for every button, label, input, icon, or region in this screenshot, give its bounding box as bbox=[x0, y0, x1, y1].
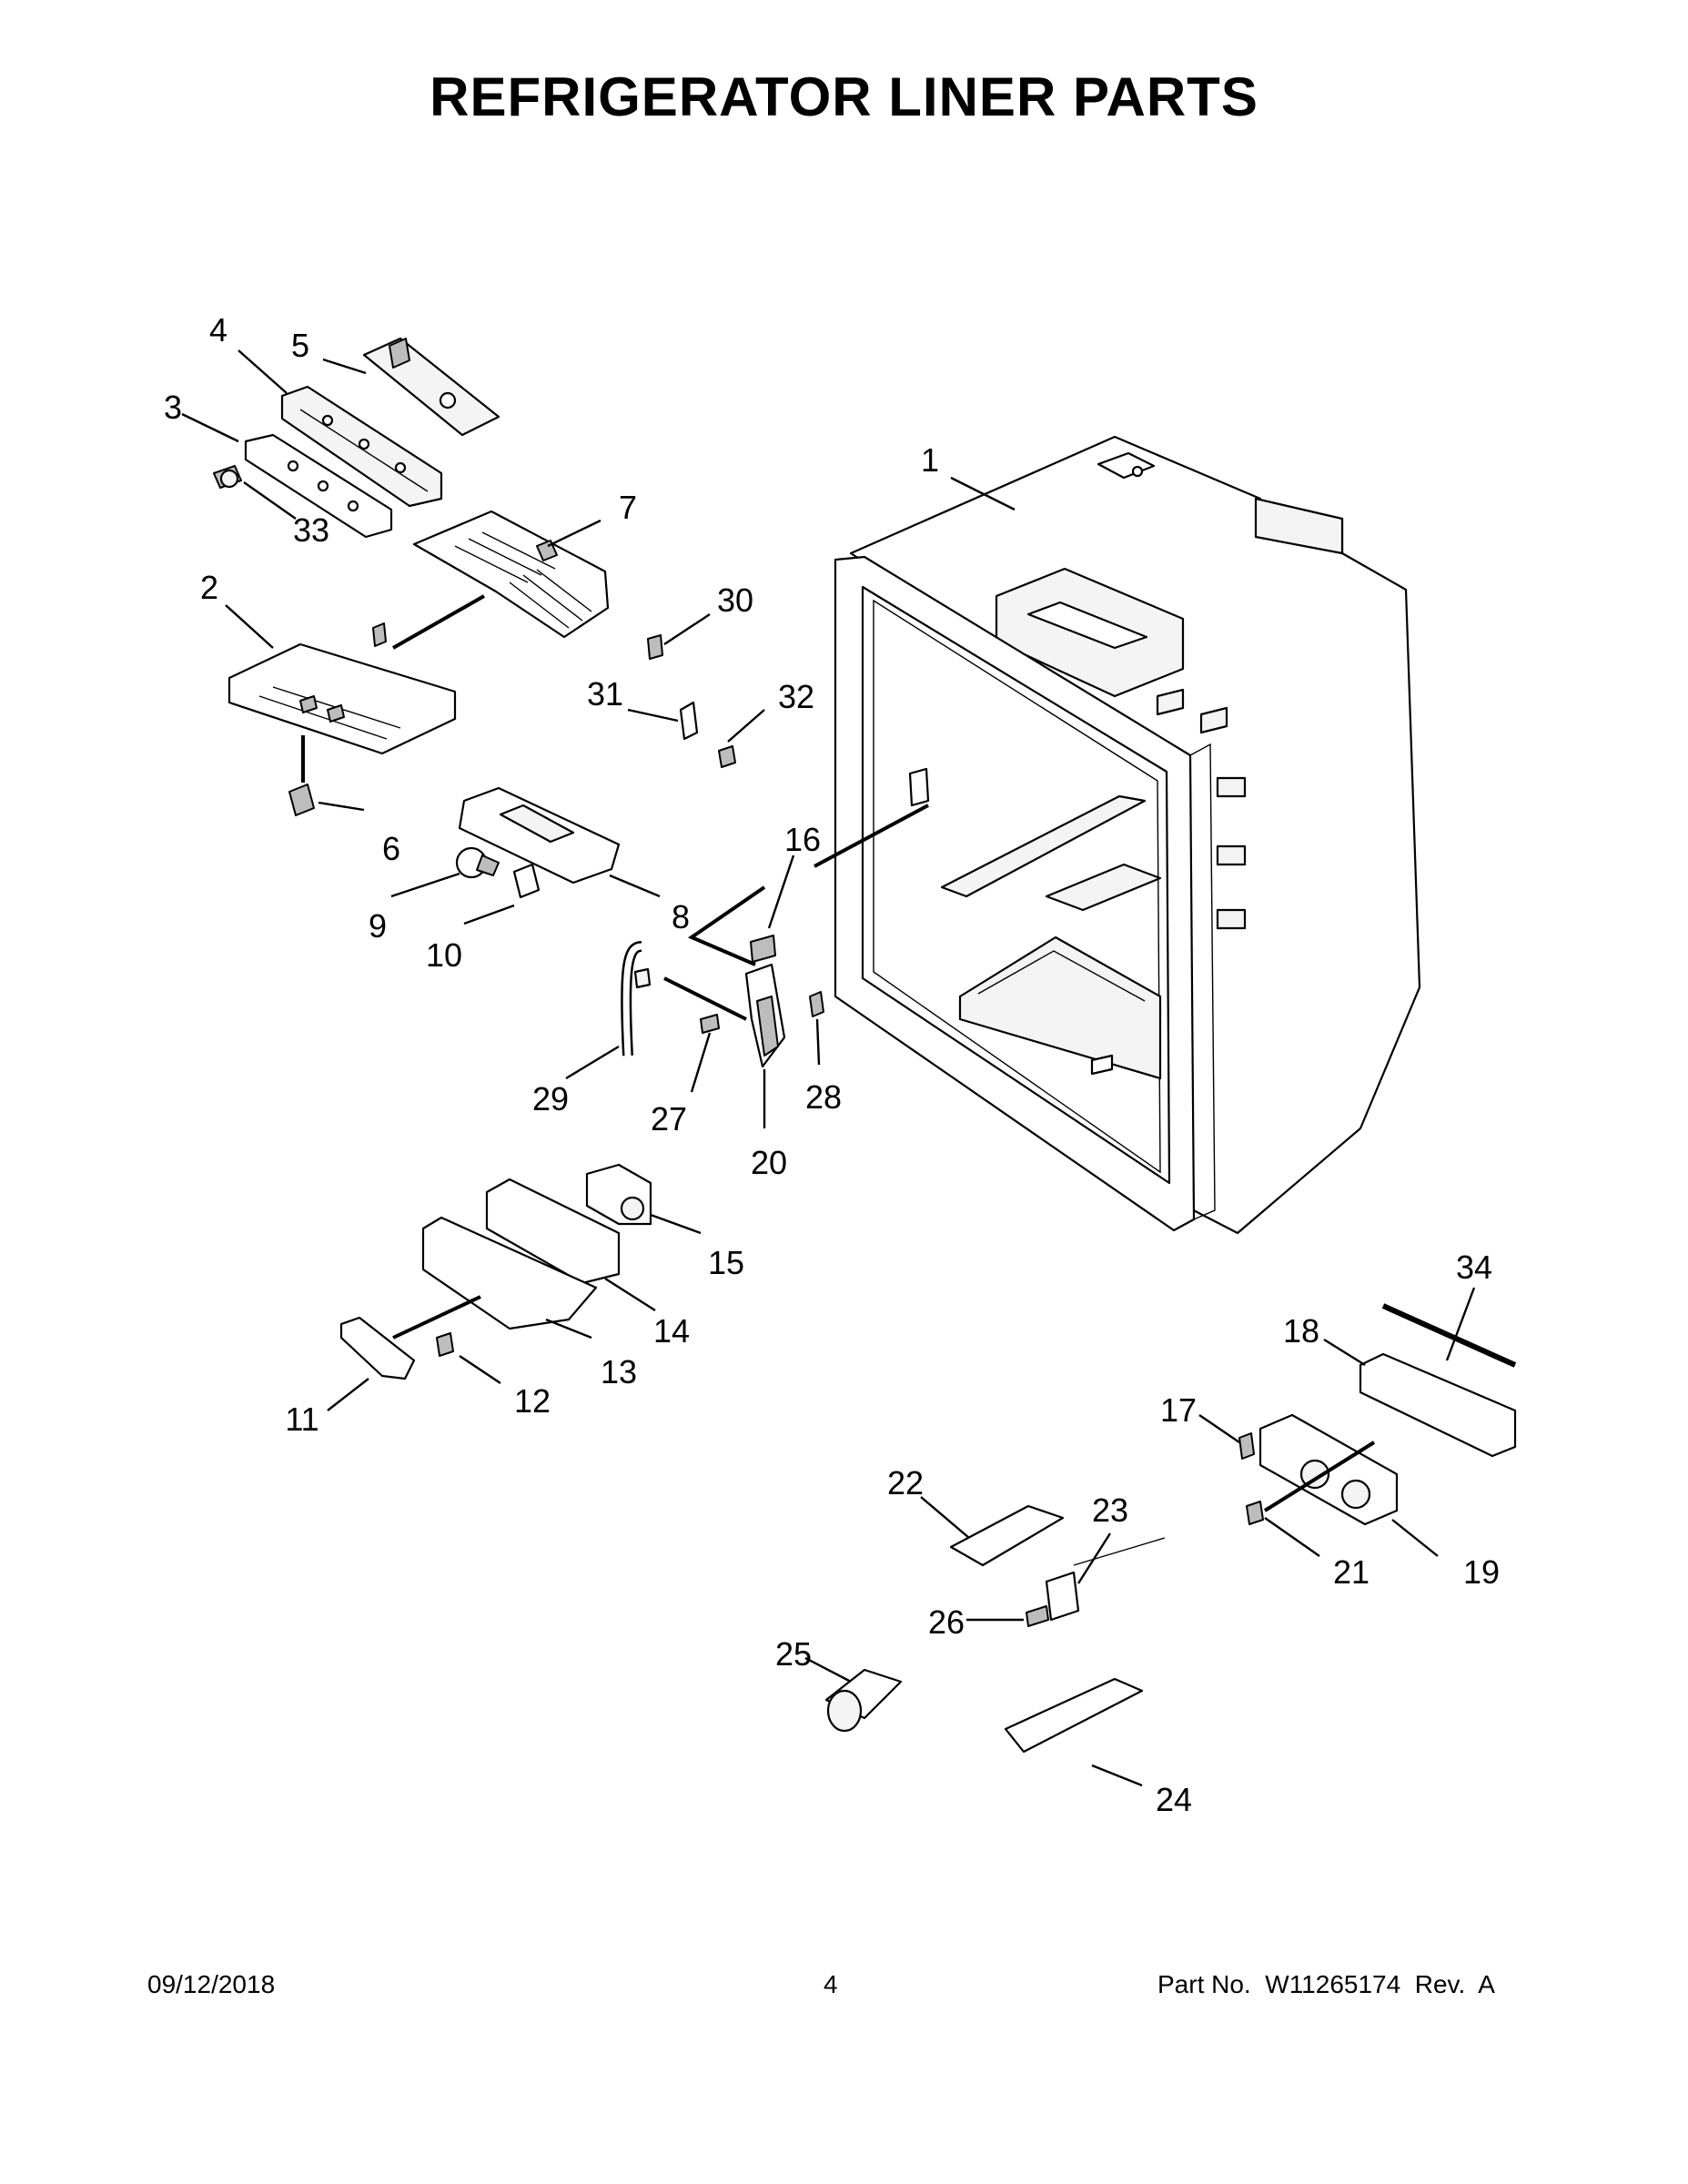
callout-30: 30 bbox=[717, 581, 753, 619]
callout-15: 15 bbox=[708, 1244, 744, 1281]
callout-33: 33 bbox=[293, 511, 329, 549]
callout-5: 5 bbox=[291, 327, 309, 364]
part-1-liner bbox=[834, 435, 1421, 1235]
callout-22: 22 bbox=[887, 1464, 924, 1502]
connector-1-16 bbox=[687, 804, 929, 966]
part-16-cap bbox=[750, 935, 776, 963]
part-6-switch bbox=[288, 784, 315, 816]
part-24-bypass bbox=[1004, 1677, 1144, 1754]
part-13-cover bbox=[421, 1216, 598, 1330]
callouts: 1 2 3 4 5 6 7 8 9 10 11 12 13 14 15 16 1… bbox=[164, 311, 1500, 1818]
callout-19: 19 bbox=[1463, 1553, 1500, 1591]
part-21-screw bbox=[1246, 1501, 1264, 1525]
leader-lines bbox=[181, 349, 1476, 1787]
callout-28: 28 bbox=[805, 1078, 842, 1116]
callout-23: 23 bbox=[1092, 1491, 1128, 1529]
part-2-shroud bbox=[227, 622, 457, 755]
part-4-control-housing bbox=[280, 385, 443, 508]
callout-2: 2 bbox=[200, 569, 218, 606]
footer-page-number: 4 bbox=[824, 1970, 838, 1998]
callout-7: 7 bbox=[619, 489, 637, 526]
part-5-control-board bbox=[362, 337, 500, 437]
callout-14: 14 bbox=[653, 1312, 690, 1350]
callout-10: 10 bbox=[426, 936, 462, 974]
footer-date: 09/12/2018 bbox=[147, 1970, 276, 1998]
callout-8: 8 bbox=[672, 898, 690, 935]
callout-16: 16 bbox=[784, 821, 821, 858]
part-14-housing bbox=[485, 1178, 621, 1285]
part-7-air-diffuser bbox=[412, 510, 610, 639]
callout-3: 3 bbox=[164, 389, 182, 426]
connector-13-11 bbox=[392, 1295, 481, 1340]
page-title: REFRIGERATOR LINER PARTS bbox=[430, 66, 1258, 127]
part-25-filter bbox=[824, 1668, 903, 1733]
callout-6: 6 bbox=[382, 830, 400, 867]
part-33-knob bbox=[213, 465, 242, 489]
part-3-control-overlay bbox=[244, 433, 393, 539]
callout-34: 34 bbox=[1456, 1249, 1492, 1286]
callout-11: 11 bbox=[285, 1400, 318, 1438]
callout-26: 26 bbox=[928, 1603, 965, 1641]
part-30-clip bbox=[647, 634, 663, 660]
callout-25: 25 bbox=[775, 1635, 812, 1673]
callout-4: 4 bbox=[209, 311, 227, 349]
callout-9: 9 bbox=[369, 907, 387, 945]
callout-1: 1 bbox=[921, 441, 939, 479]
part-23-filter-head bbox=[1045, 1537, 1166, 1622]
callout-32: 32 bbox=[778, 678, 814, 715]
part-28-screw bbox=[809, 991, 824, 1017]
part-29-tube bbox=[621, 941, 652, 1057]
part-17-screw bbox=[1238, 1432, 1255, 1460]
callout-13: 13 bbox=[601, 1353, 637, 1390]
part-26-clip bbox=[1026, 1605, 1049, 1627]
part-12-screw bbox=[436, 1332, 454, 1357]
part-20-housing bbox=[744, 963, 786, 1068]
connector-7-2 bbox=[392, 594, 485, 650]
part-18-bracket bbox=[1359, 1352, 1517, 1458]
connector-19-21 bbox=[1263, 1441, 1376, 1512]
callout-21: 21 bbox=[1333, 1553, 1370, 1591]
part-9-bulb bbox=[455, 846, 500, 879]
callout-17: 17 bbox=[1160, 1391, 1197, 1429]
callout-27: 27 bbox=[651, 1100, 687, 1138]
callout-29: 29 bbox=[532, 1080, 569, 1117]
callout-20: 20 bbox=[751, 1144, 787, 1181]
part-15-actuator bbox=[585, 1163, 652, 1226]
connector-29-20 bbox=[663, 976, 747, 1021]
callout-12: 12 bbox=[514, 1382, 551, 1420]
callout-31: 31 bbox=[587, 675, 623, 713]
part-27-clip bbox=[700, 1014, 720, 1034]
part-31-bracket bbox=[679, 701, 699, 741]
callout-24: 24 bbox=[1156, 1781, 1192, 1818]
part-10-socket bbox=[512, 863, 541, 899]
callout-18: 18 bbox=[1283, 1312, 1319, 1350]
footer-part-number: Part No. W11265174 Rev. A bbox=[1157, 1970, 1495, 1998]
part-32-clip bbox=[718, 745, 736, 768]
part-22-filter-housing bbox=[949, 1504, 1065, 1567]
part-34-gasket bbox=[1381, 1303, 1517, 1368]
part-8-light-housing bbox=[458, 786, 621, 885]
part-11-trim bbox=[339, 1316, 416, 1380]
